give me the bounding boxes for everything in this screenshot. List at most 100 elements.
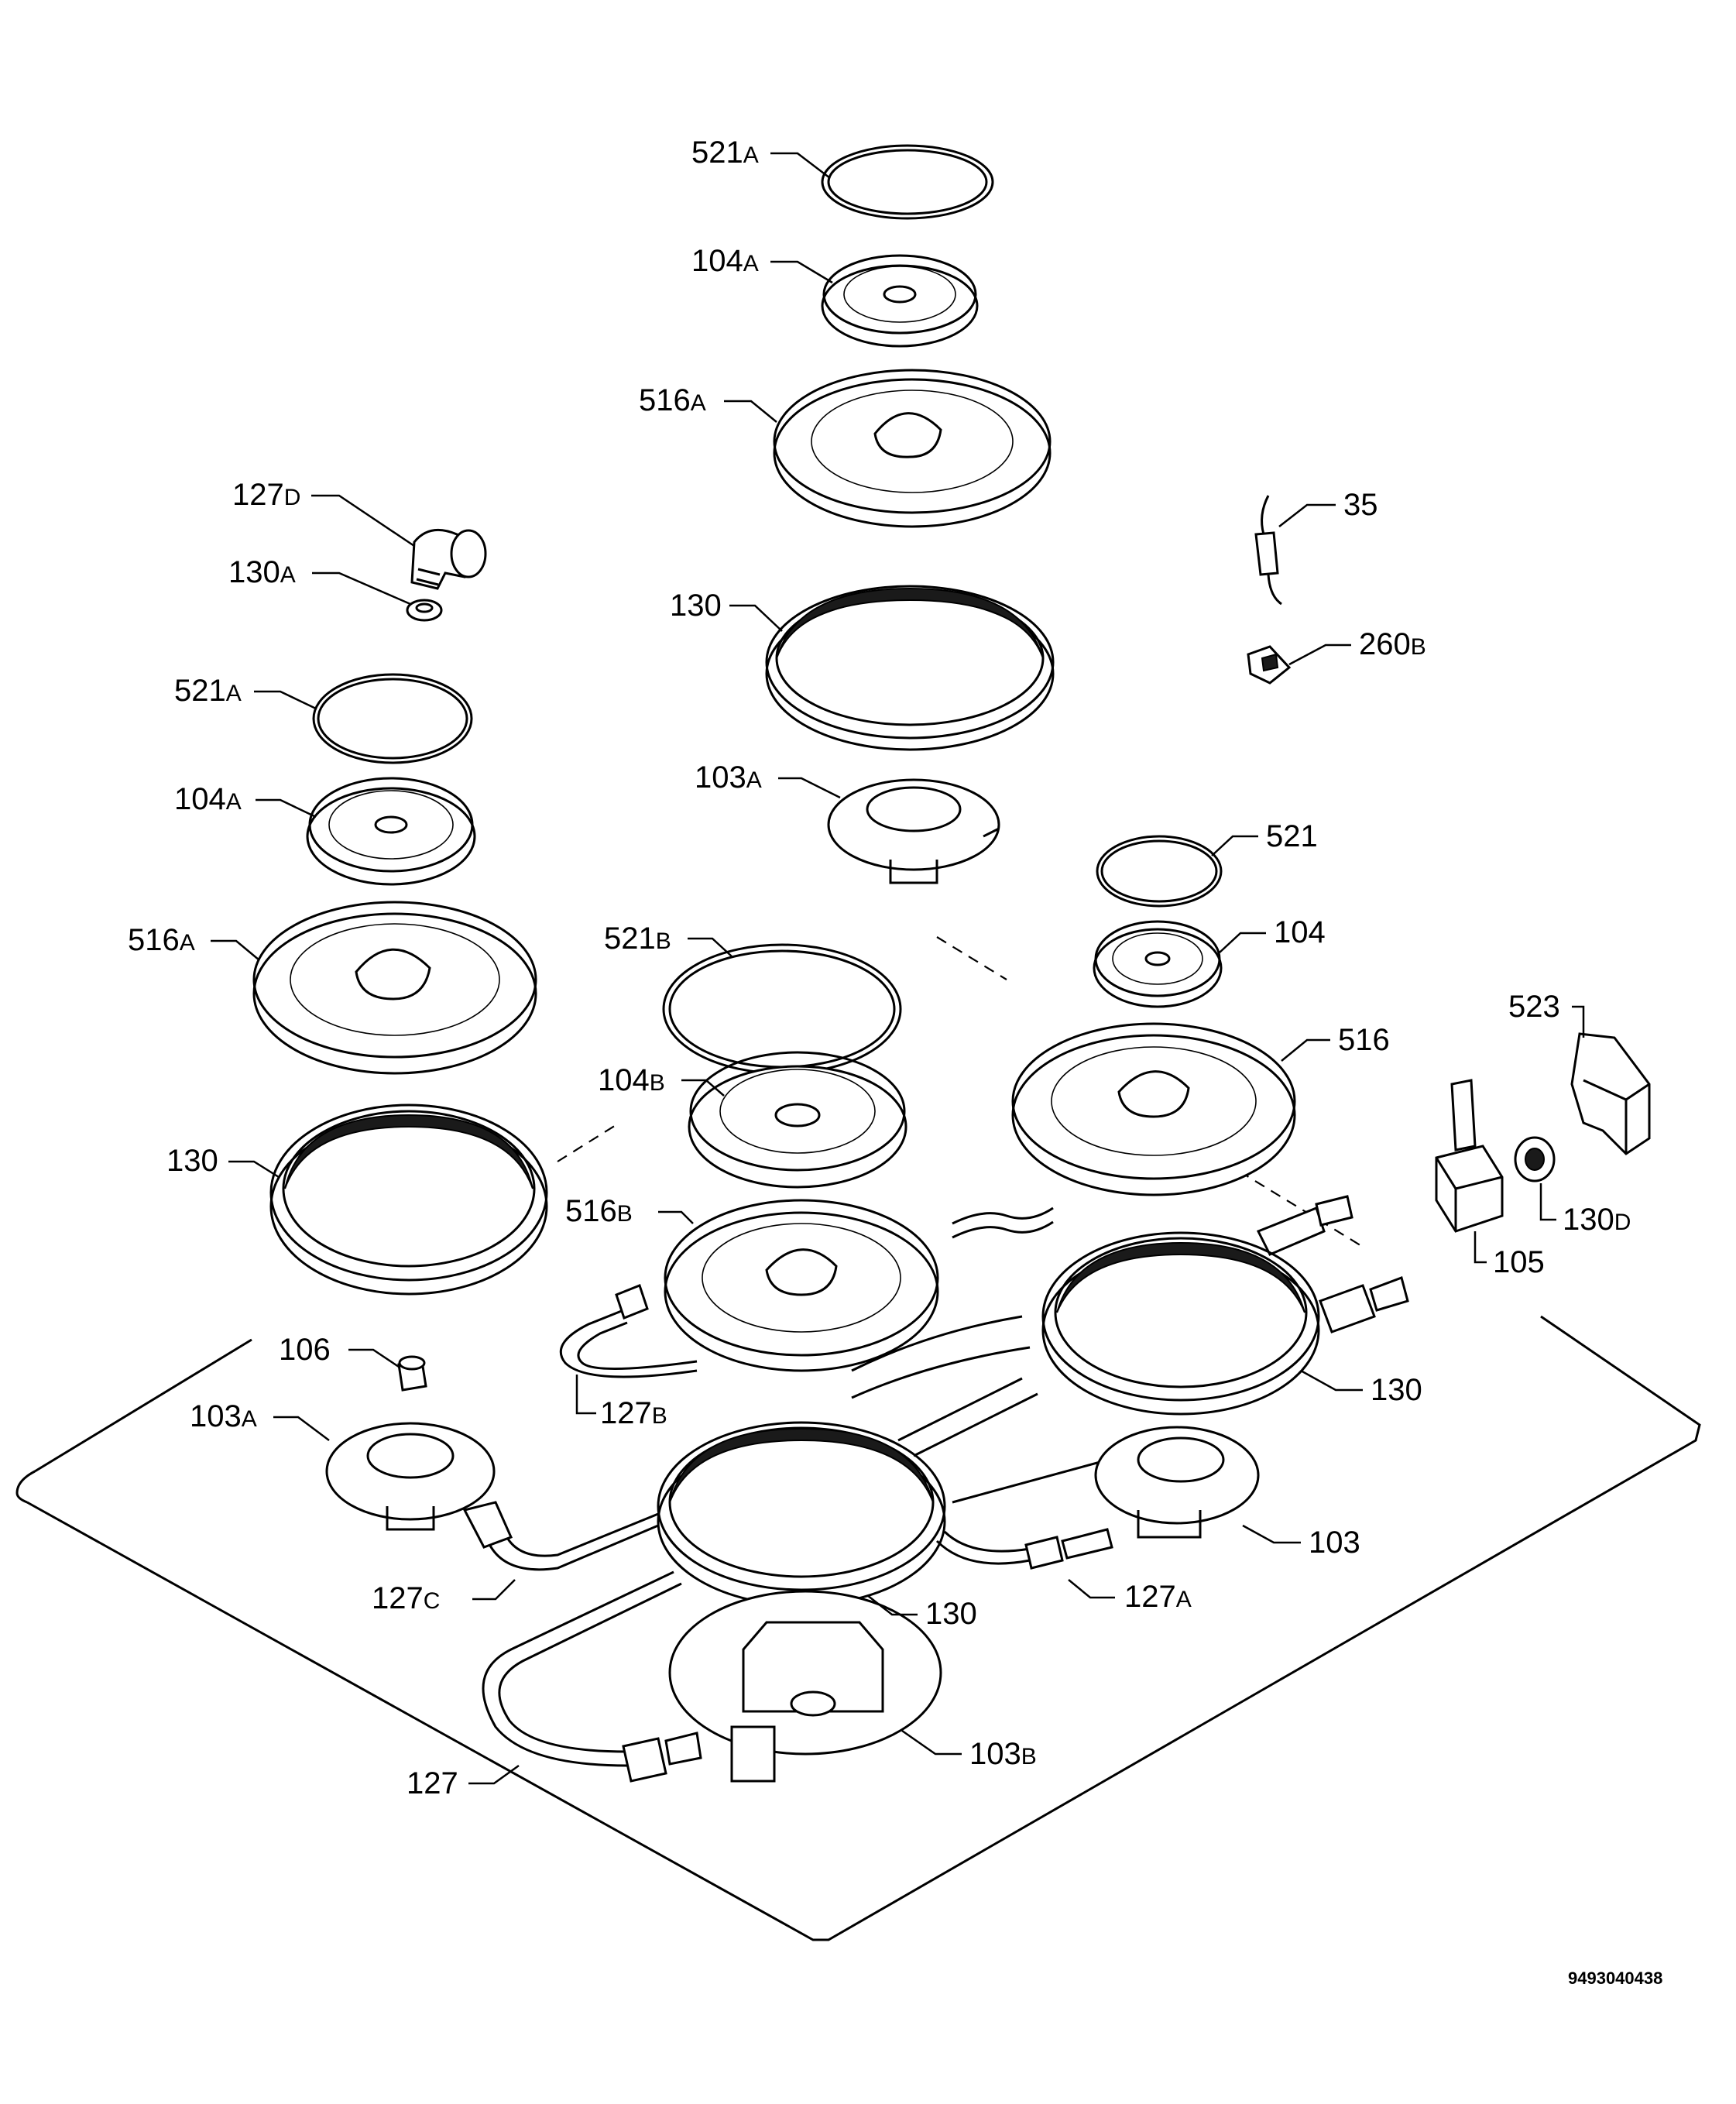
label-127b: 127B — [600, 1396, 667, 1430]
label-number: 130 — [166, 1144, 218, 1178]
label-130d: 130D — [1563, 1203, 1631, 1237]
label-104: 104 — [1274, 915, 1326, 949]
washer-130a — [406, 599, 443, 622]
seal-ring-130-left — [269, 1103, 548, 1296]
label-103a-left: 103A — [190, 1399, 257, 1433]
burner-cap-521a-left — [312, 673, 473, 764]
label-suffix: B — [656, 928, 671, 954]
label-suffix: B — [617, 1201, 633, 1227]
label-number: 130 — [1371, 1373, 1422, 1407]
trivet-ring-516a — [773, 369, 1052, 528]
label-516a-top: 516A — [639, 383, 706, 417]
gas-valve-105 — [1435, 1079, 1504, 1233]
label-number: 130 — [670, 589, 722, 623]
burner-cap-521 — [1096, 835, 1223, 908]
burner-stack-centre-lower — [657, 943, 946, 1783]
label-number: 127 — [232, 478, 284, 512]
label-127c: 127C — [372, 1581, 440, 1615]
label-103a-top: 103A — [695, 760, 762, 795]
label-number: 104 — [691, 244, 743, 278]
label-130a: 130A — [228, 555, 296, 589]
label-130-top: 130 — [670, 589, 722, 623]
label-521a-left: 521A — [174, 674, 242, 708]
label-suffix: B — [1411, 634, 1426, 660]
label-number: 127 — [1124, 1580, 1176, 1614]
label-127d: 127D — [232, 478, 300, 512]
trivet-ring-516a-left — [252, 901, 537, 1075]
label-suffix: A — [1176, 1587, 1192, 1612]
burner-base-103a-left — [325, 1422, 496, 1531]
label-number: 521 — [604, 922, 656, 956]
bracket-523 — [1570, 1032, 1651, 1155]
thermocouple-35 — [1254, 495, 1282, 606]
label-number: 104 — [598, 1063, 650, 1097]
label-523: 523 — [1508, 990, 1560, 1024]
label-number: 127 — [372, 1581, 424, 1615]
label-104a-top: 104A — [691, 244, 759, 278]
label-103b: 103B — [969, 1737, 1037, 1771]
label-number: 127 — [600, 1396, 652, 1430]
label-suffix: A — [226, 681, 242, 706]
leader-lines — [211, 152, 1585, 1785]
label-number: 127 — [407, 1766, 458, 1800]
seal-ring-130-top — [765, 585, 1055, 751]
label-number: 103 — [969, 1737, 1021, 1771]
label-suffix: B — [650, 1070, 665, 1096]
flame-spreader-104 — [1093, 920, 1223, 1008]
label-suffix: A — [226, 789, 242, 815]
label-number: 104 — [1274, 915, 1326, 949]
label-130-bottom: 130 — [925, 1597, 977, 1631]
label-suffix: D — [1614, 1210, 1631, 1235]
burner-base-103a-top — [827, 778, 1000, 884]
label-suffix: A — [180, 930, 195, 956]
burner-stack-left — [252, 673, 548, 1296]
label-521a-top: 521A — [691, 136, 759, 170]
seal-ring-130-right — [1041, 1231, 1320, 1416]
label-number: 130 — [925, 1597, 977, 1631]
label-suffix: B — [652, 1403, 667, 1429]
label-suffix: A — [746, 767, 762, 793]
label-suffix: A — [743, 251, 759, 276]
label-number: 523 — [1508, 990, 1560, 1024]
burner-stack-right — [1011, 835, 1320, 1539]
label-130-left: 130 — [166, 1144, 218, 1178]
label-number: 106 — [279, 1333, 331, 1367]
label-number: 516 — [128, 923, 180, 957]
label-130-right: 130 — [1371, 1373, 1422, 1407]
label-suffix: B — [1021, 1744, 1037, 1769]
gas-pipes — [462, 1195, 1409, 1783]
label-number: 105 — [1493, 1245, 1545, 1279]
label-number: 516 — [639, 383, 691, 417]
clip-260b — [1247, 645, 1292, 685]
part-labels: 521A 104A 516A 127D 130A 130 35 260B 521… — [128, 136, 1662, 1988]
burner-base-103b — [668, 1590, 942, 1783]
label-suffix: D — [284, 485, 301, 510]
label-number: 516 — [1338, 1023, 1390, 1057]
elbow-fitting-127d — [410, 528, 487, 590]
document-number: 9493040438 — [1568, 1968, 1662, 1988]
label-516a-left: 516A — [128, 923, 195, 957]
label-suffix: A — [242, 1406, 257, 1432]
label-number: 521 — [1266, 819, 1318, 853]
flame-spreader-104b — [688, 1051, 907, 1189]
label-105: 105 — [1493, 1245, 1545, 1279]
label-516: 516 — [1338, 1023, 1390, 1057]
seal-130d — [1514, 1136, 1556, 1182]
trivet-ring-516b — [664, 1199, 939, 1372]
hob-plate — [15, 936, 1701, 1941]
label-516b: 516B — [565, 1194, 633, 1228]
label-suffix: A — [691, 390, 706, 416]
label-suffix: A — [280, 562, 296, 588]
label-number: 104 — [174, 782, 226, 816]
label-number: 103 — [695, 760, 746, 795]
label-521b: 521B — [604, 922, 671, 956]
label-suffix: A — [743, 142, 759, 168]
burner-base-103 — [1094, 1426, 1260, 1539]
label-106: 106 — [279, 1333, 331, 1367]
flame-spreader-104a-left — [306, 777, 476, 886]
label-35: 35 — [1343, 488, 1378, 522]
burner-stack-centre — [765, 144, 1055, 884]
label-103: 103 — [1309, 1526, 1360, 1560]
label-number: 130 — [1563, 1203, 1614, 1237]
